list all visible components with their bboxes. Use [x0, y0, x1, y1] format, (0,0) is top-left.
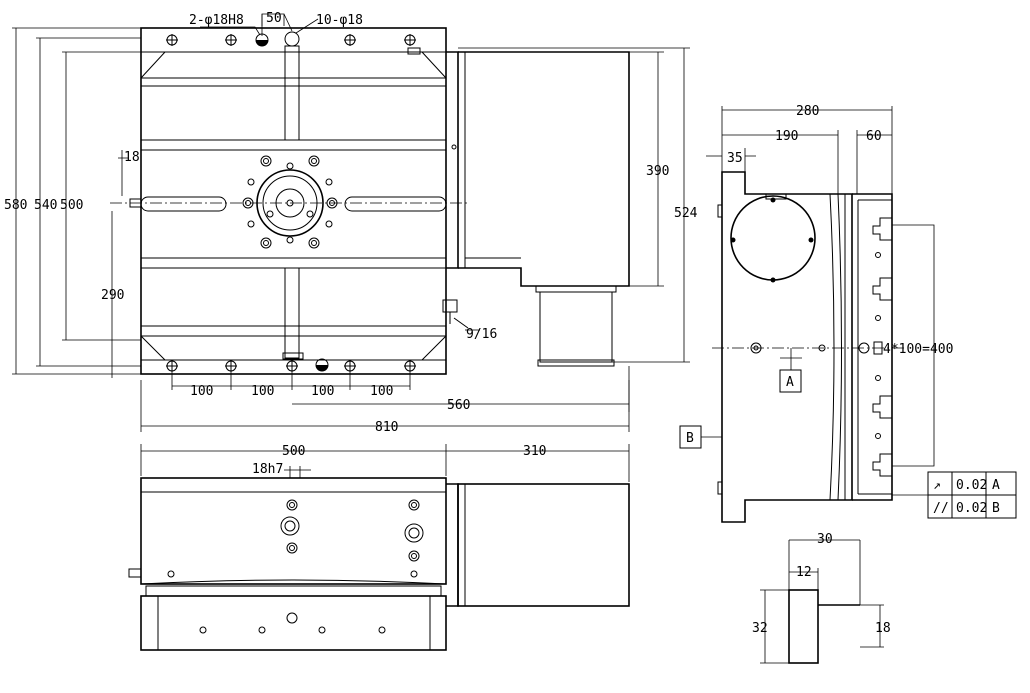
dim-60: 60 [866, 129, 882, 144]
tolerance-value-2: 0.02 [956, 501, 987, 516]
dim-524: 524 [674, 206, 698, 221]
dim-18-slot-offset: 18 [124, 150, 140, 165]
dim-100-a: 100 [190, 384, 213, 399]
dim-100-c: 100 [311, 384, 334, 399]
dim-50: 50 [266, 11, 282, 26]
dim-810: 810 [375, 420, 398, 435]
dim-30: 30 [817, 532, 833, 547]
dim-310: 310 [523, 444, 546, 459]
dim-500-front: 500 [282, 444, 305, 459]
key-detail [760, 539, 884, 664]
top-view [12, 13, 690, 432]
dim-32: 32 [752, 621, 768, 636]
dim-35: 35 [727, 151, 743, 166]
callout-slot: 18h7 [252, 462, 283, 477]
front-view [128, 444, 630, 651]
callout-tslots: 4*100=400 [883, 342, 953, 357]
dim-18-key: 18 [875, 621, 891, 636]
dim-190: 190 [775, 129, 798, 144]
dim-280: 280 [796, 104, 819, 119]
tolerance-symbol-1: ↗ [933, 478, 941, 493]
dim-100-b: 100 [251, 384, 274, 399]
datum-a-label: A [786, 375, 794, 390]
dim-290: 290 [101, 288, 124, 303]
callout-thread: 9/16 [466, 327, 497, 342]
tolerance-symbol-2: // [933, 501, 949, 516]
callout-pins: 2-φ18H8 [189, 13, 244, 28]
datum-b-label: B [686, 431, 694, 446]
side-view [679, 106, 1017, 523]
dim-560: 560 [447, 398, 470, 413]
dim-540: 540 [34, 198, 57, 213]
dim-100-d: 100 [370, 384, 393, 399]
tolerance-datum-2: B [992, 501, 1000, 516]
dim-500-side: 500 [60, 198, 83, 213]
dim-12: 12 [796, 565, 812, 580]
callout-holes: 10-φ18 [316, 13, 363, 28]
tolerance-value-1: 0.02 [956, 478, 987, 493]
tolerance-datum-1: A [992, 478, 1000, 493]
dim-580: 580 [4, 198, 27, 213]
dim-390: 390 [646, 164, 669, 179]
